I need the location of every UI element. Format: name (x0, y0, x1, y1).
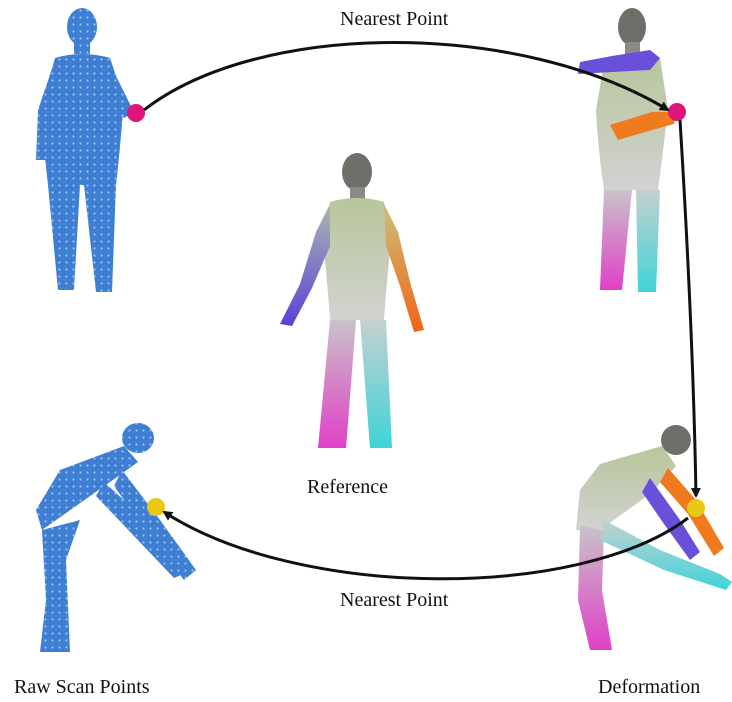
raw-scan-top-figure (36, 8, 145, 292)
top-nearest-point-arrow (144, 43, 668, 111)
deformation-label: Deformation (598, 676, 700, 699)
raw-scan-bottom-figure (36, 423, 196, 652)
posed-model-top-figure (578, 8, 686, 292)
nearest-point-marker-top-scan (127, 104, 145, 122)
nearest-point-marker-top-model (668, 103, 686, 121)
top-arrow-label: Nearest Point (340, 8, 448, 31)
nearest-point-marker-bottom-model (687, 499, 705, 517)
nearest-point-marker-bottom-scan (147, 498, 165, 516)
reference-label: Reference (307, 476, 388, 499)
bottom-arrow-label: Nearest Point (340, 589, 448, 612)
raw-scan-label: Raw Scan Points (14, 676, 150, 699)
reference-model-figure (280, 153, 424, 448)
